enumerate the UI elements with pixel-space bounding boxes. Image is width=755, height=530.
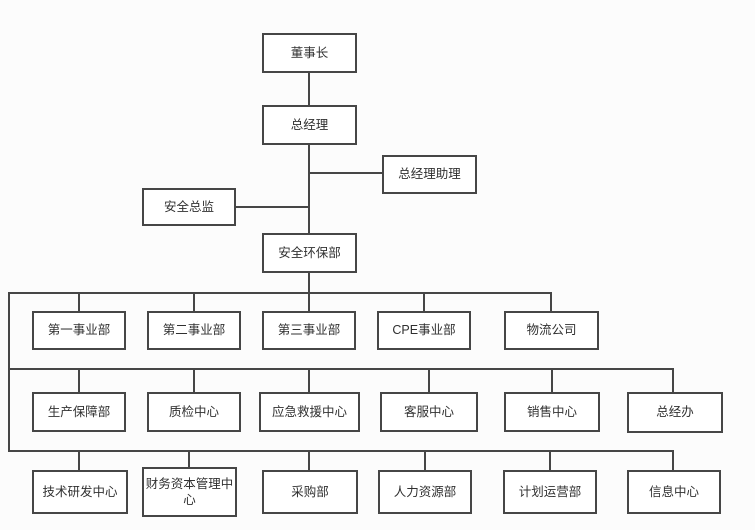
connector-line xyxy=(309,172,383,174)
org-node-label: 第一事业部 xyxy=(47,323,111,338)
org-node-label: 第三事业部 xyxy=(277,323,341,338)
org-node-finance-capital-mgmt-center: 财务资本管理中心 xyxy=(142,467,237,517)
org-node-label: 采购部 xyxy=(291,484,329,499)
connector-line xyxy=(551,368,553,392)
org-node-label: 客服中心 xyxy=(403,404,454,419)
org-node-label: 物流公司 xyxy=(526,323,577,338)
org-node-division-3: 第三事业部 xyxy=(262,311,356,350)
org-node-general-manager: 总经理 xyxy=(262,105,357,145)
org-node-label: 技术研发中心 xyxy=(42,484,118,499)
org-node-label: 应急救援中心 xyxy=(271,404,347,419)
org-node-label: 质检中心 xyxy=(168,404,219,419)
connector-line xyxy=(308,450,310,470)
org-node-label: 财务资本管理中心 xyxy=(145,476,234,507)
org-node-tech-rd-center: 技术研发中心 xyxy=(32,470,128,514)
org-node-safety-director: 安全总监 xyxy=(142,188,236,226)
connector-line xyxy=(78,450,80,470)
org-node-gm-office: 总经办 xyxy=(627,392,723,433)
org-node-procurement-dept: 采购部 xyxy=(262,470,358,514)
connector-line xyxy=(672,368,674,392)
connector-line xyxy=(8,292,10,452)
connector-line xyxy=(308,73,310,105)
connector-line xyxy=(8,368,674,370)
org-node-label: 第二事业部 xyxy=(162,323,226,338)
connector-line xyxy=(8,450,674,452)
org-node-label: 信息中心 xyxy=(648,484,699,499)
org-node-quality-inspection-center: 质检中心 xyxy=(147,392,241,432)
connector-line xyxy=(78,368,80,392)
connector-line xyxy=(550,292,552,311)
org-node-division-2: 第二事业部 xyxy=(147,311,241,350)
org-node-logistics-company: 物流公司 xyxy=(504,311,599,350)
connector-line xyxy=(308,145,310,233)
org-node-division-1: 第一事业部 xyxy=(32,311,126,350)
connector-line xyxy=(428,368,430,392)
org-node-label: 总经理助理 xyxy=(398,167,461,182)
org-node-label: 人力资源部 xyxy=(393,484,457,499)
connector-line xyxy=(78,292,80,311)
connector-line xyxy=(423,292,425,311)
org-node-label: 销售中心 xyxy=(526,404,577,419)
org-node-safety-env-dept: 安全环保部 xyxy=(262,233,357,273)
org-node-label: 安全总监 xyxy=(163,199,214,214)
org-node-emergency-rescue-center: 应急救援中心 xyxy=(259,392,360,432)
connector-line xyxy=(308,368,310,392)
connector-line xyxy=(193,292,195,311)
org-node-planning-operations-dept: 计划运营部 xyxy=(503,470,597,514)
org-node-label: CPE事业部 xyxy=(392,323,456,338)
org-node-hr-dept: 人力资源部 xyxy=(378,470,472,514)
org-node-label: 总经办 xyxy=(656,405,694,420)
org-node-sales-center: 销售中心 xyxy=(504,392,600,432)
org-node-label: 董事长 xyxy=(290,45,329,60)
connector-line xyxy=(8,292,552,294)
connector-line xyxy=(193,368,195,392)
org-node-cpe-division: CPE事业部 xyxy=(377,311,471,350)
org-node-chairman: 董事长 xyxy=(262,33,357,73)
org-node-label: 计划运营部 xyxy=(518,484,582,499)
connector-line xyxy=(672,450,674,470)
org-node-customer-service-center: 客服中心 xyxy=(380,392,478,432)
connector-line xyxy=(188,450,190,467)
org-node-production-support-dept: 生产保障部 xyxy=(32,392,126,432)
org-node-label: 安全环保部 xyxy=(278,245,341,260)
org-node-label: 生产保障部 xyxy=(47,404,111,419)
connector-line xyxy=(236,206,309,208)
connector-line xyxy=(424,450,426,470)
org-node-information-center: 信息中心 xyxy=(627,470,721,514)
org-node-gm-assistant: 总经理助理 xyxy=(382,155,477,194)
connector-line xyxy=(549,450,551,470)
org-node-label: 总经理 xyxy=(290,117,329,132)
